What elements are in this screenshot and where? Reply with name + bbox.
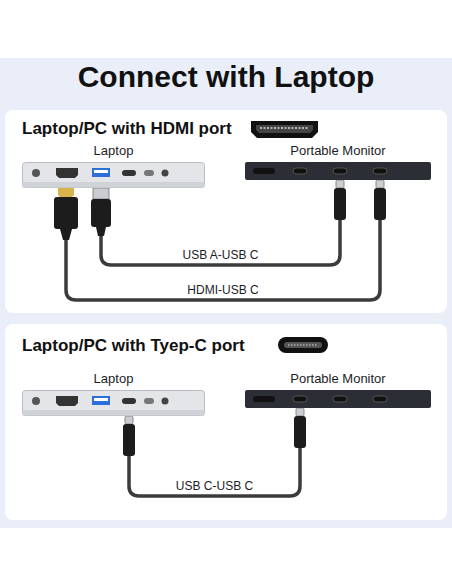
monitor-illustration — [245, 390, 431, 408]
button — [253, 396, 275, 402]
usb-c-port — [122, 398, 136, 404]
usb-c-port-icon — [278, 337, 328, 353]
usb-a-tongue — [94, 170, 108, 173]
usb-c-plug-body — [294, 416, 306, 448]
cable-line — [66, 180, 380, 300]
monitor-body — [245, 162, 431, 180]
hdmi-plug-tip — [58, 188, 74, 197]
power-port — [32, 169, 40, 177]
panel: Laptop/PC with Tyep-C portLaptop Portable… — [5, 324, 447, 520]
usb-c-port — [293, 396, 307, 402]
laptop-illustration — [22, 162, 205, 188]
usb-c-port — [144, 398, 154, 404]
usb-a-tongue — [94, 398, 108, 401]
audio-jack — [162, 170, 169, 177]
cable — [54, 180, 386, 300]
strain-relief — [60, 229, 72, 240]
monitor-illustration — [245, 162, 431, 180]
audio-jack — [162, 398, 169, 405]
panel-heading: Laptop/PC with Tyep-C port — [22, 336, 245, 356]
hdmi-port-icon — [251, 121, 318, 138]
panel-heading: Laptop/PC with HDMI port — [22, 119, 232, 139]
cable — [91, 180, 346, 265]
device-label: Laptop — [22, 371, 205, 386]
laptop-edge — [23, 182, 205, 188]
usb-a-port — [92, 168, 110, 177]
usb-a-port — [92, 396, 110, 405]
button — [253, 168, 275, 174]
device-label: Laptop — [22, 143, 205, 158]
usb-c-plug-tip — [376, 180, 384, 188]
usb-c-port — [293, 168, 307, 174]
monitor-body — [245, 390, 431, 408]
usb-a-plug-tip — [93, 188, 109, 199]
usb-c-port — [373, 168, 387, 174]
cable-label: USB A-USB C — [179, 248, 261, 262]
usb-c-plug-body — [123, 424, 135, 456]
usb-c-port — [373, 396, 387, 402]
cable — [123, 408, 306, 496]
usb-c-plug-tip — [125, 416, 133, 424]
usb-c-plug-body — [334, 188, 346, 220]
usb-c-plug-tip — [336, 180, 344, 188]
title: Connect with Laptop — [0, 60, 452, 94]
laptop: Laptop — [22, 371, 205, 416]
usb-c-port — [144, 170, 154, 176]
device-label: Portable Monitor — [245, 371, 431, 386]
device-label: Portable Monitor — [245, 143, 431, 158]
strain-relief — [96, 227, 106, 236]
laptop: Laptop — [22, 143, 205, 188]
usb-a-plug-body — [91, 199, 111, 227]
hdmi-plug-body — [54, 197, 78, 229]
cable-label: USB C-USB C — [173, 479, 256, 493]
laptop-body — [23, 163, 205, 188]
laptop-body — [23, 391, 205, 416]
laptop-illustration — [22, 390, 205, 416]
hdmi-port — [56, 396, 78, 406]
panel: Laptop/PC with HDMI portLaptop Portable M… — [5, 110, 447, 313]
portable-monitor: Portable Monitor — [245, 143, 431, 180]
usb-c-port — [122, 170, 136, 176]
cable-line — [129, 408, 300, 496]
usb-c-plug-tip — [296, 408, 304, 416]
usb-c-port — [333, 168, 347, 174]
usb-c-plug-body — [374, 188, 386, 220]
portable-monitor: Portable Monitor — [245, 371, 431, 408]
usb-c-port — [333, 396, 347, 402]
cable-line — [101, 180, 340, 265]
cable-label: HDMI-USB C — [184, 283, 261, 297]
power-port — [32, 397, 40, 405]
hdmi-port — [56, 168, 78, 178]
laptop-edge — [23, 410, 205, 416]
